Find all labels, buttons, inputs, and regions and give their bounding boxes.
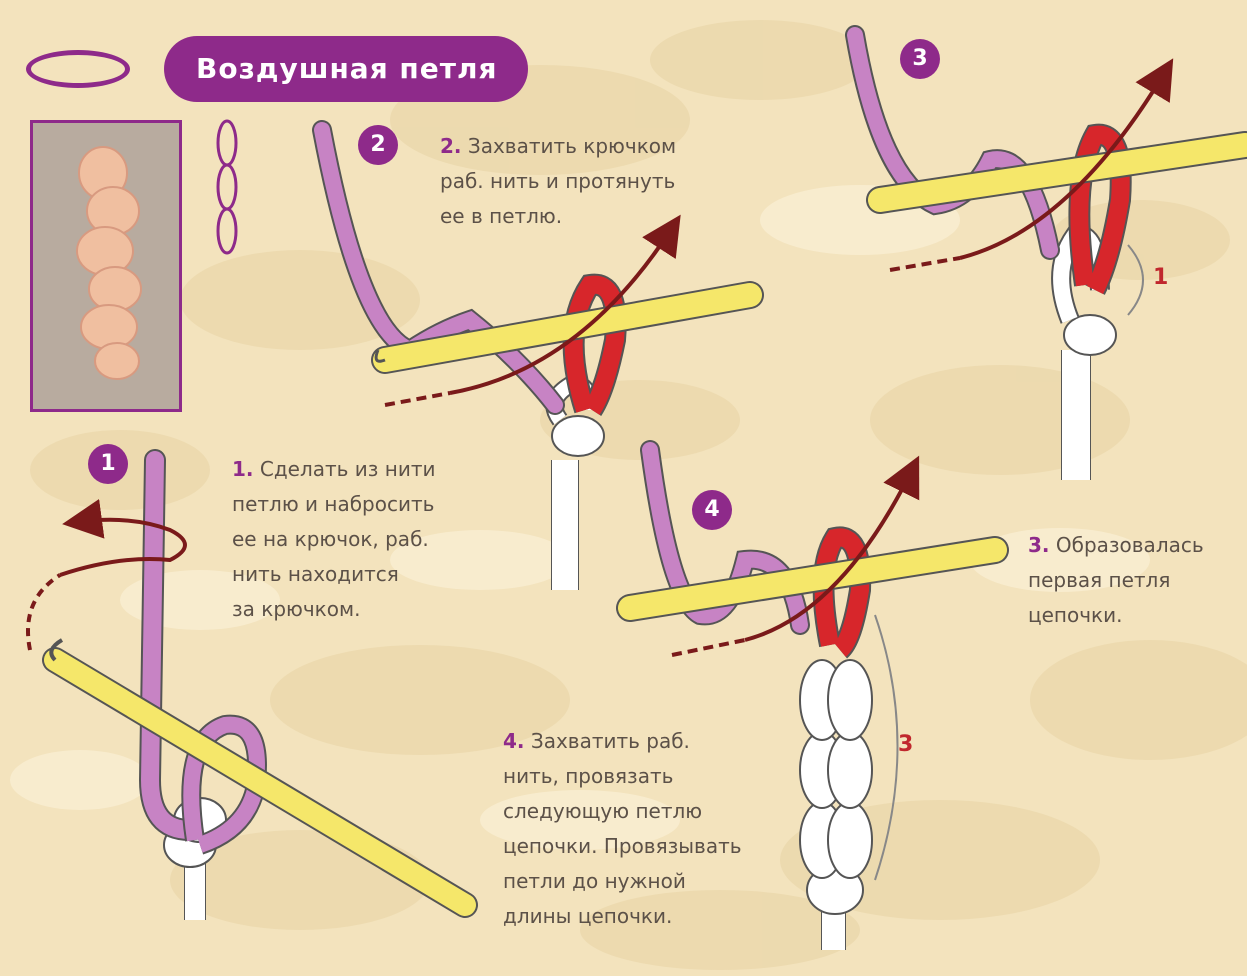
mark-1-label: 1: [1153, 265, 1168, 290]
step2-line: Захватить крючком: [468, 134, 676, 158]
step1-line: нить находится: [232, 557, 436, 592]
step3-text: 3. Образовалась первая петля цепочки.: [1028, 528, 1204, 633]
step4-line: длины цепочки.: [503, 899, 742, 934]
step4-line: петли до нужной: [503, 864, 742, 899]
step1-line: петлю и набросить: [232, 487, 436, 522]
step1-num: 1.: [232, 457, 254, 481]
step1-line: ее на крючок, раб.: [232, 522, 436, 557]
step4-num: 4.: [503, 729, 525, 753]
step1-badge: 1: [88, 444, 128, 484]
step3-line: Образовалась: [1056, 533, 1204, 557]
step4-line: следующую петлю: [503, 794, 742, 829]
step1-text: 1. Сделать из нити петлю и набросить ее …: [232, 452, 436, 627]
step2-badge: 2: [358, 125, 398, 165]
mark-3-label: 3: [898, 732, 913, 757]
step4-line: нить, провязать: [503, 759, 742, 794]
step4-line: Захватить раб.: [531, 729, 690, 753]
step4-badge: 4: [692, 490, 732, 530]
step3-diagram: [855, 35, 1245, 480]
step3-line: цепочки.: [1028, 598, 1204, 633]
step2-line: раб. нить и протянуть: [440, 164, 676, 199]
step2-line: ее в петлю.: [440, 199, 676, 234]
step1-line: за крючком.: [232, 592, 436, 627]
step2-num: 2.: [440, 134, 462, 158]
step4-text: 4. Захватить раб. нить, провязать следую…: [503, 724, 742, 934]
step1-line: Сделать из нити: [260, 457, 436, 481]
step3-num: 3.: [1028, 533, 1050, 557]
step3-line: первая петля: [1028, 563, 1204, 598]
step3-badge: 3: [900, 39, 940, 79]
step4-line: цепочки. Провязывать: [503, 829, 742, 864]
step2-text: 2. Захватить крючком раб. нить и протяну…: [440, 129, 676, 234]
